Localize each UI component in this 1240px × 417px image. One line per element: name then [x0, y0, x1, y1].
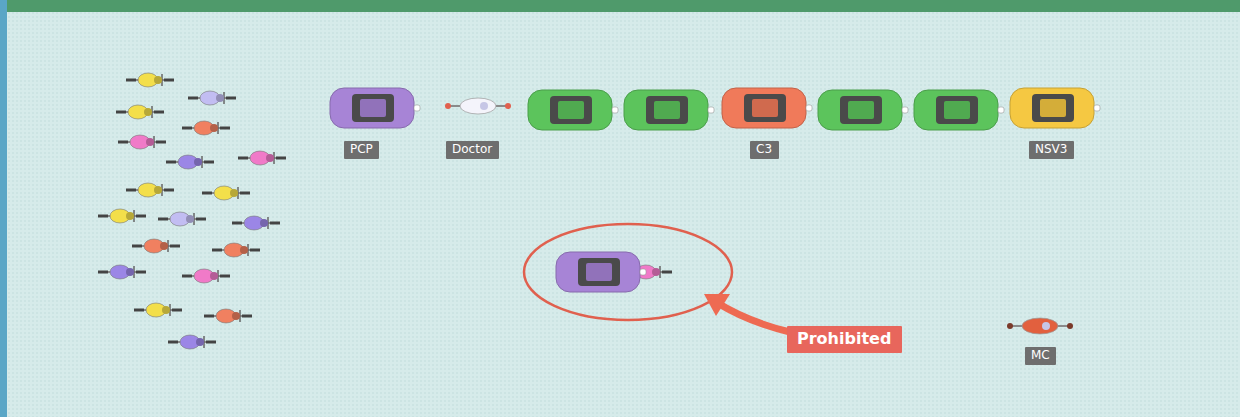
car [556, 252, 646, 292]
convoy [330, 88, 1100, 334]
car [914, 90, 1004, 130]
vehicle-tag: C3 [750, 141, 779, 159]
car [722, 88, 812, 128]
tag-label: MC [1031, 349, 1050, 363]
cyclist [98, 265, 146, 279]
cyclist [134, 303, 182, 317]
pointer-arrow-head [704, 294, 730, 316]
cyclist [202, 186, 250, 200]
car [528, 90, 618, 130]
cyclist [118, 135, 166, 149]
vehicle-tag: PCP [344, 141, 379, 159]
cyclist [126, 183, 174, 197]
side-band [0, 0, 7, 417]
tag-label: Prohibited [797, 330, 892, 348]
pointer-arrow [716, 302, 790, 332]
vehicle-tag: NSV3 [1029, 141, 1074, 159]
cyclist [182, 269, 230, 283]
cyclist [204, 309, 252, 323]
car [818, 90, 908, 130]
motorbike [445, 98, 511, 114]
car [624, 90, 714, 130]
highlight-ellipse [524, 224, 732, 320]
tag-label: Doctor [452, 143, 493, 157]
cyclist [166, 155, 214, 169]
cyclist [232, 216, 280, 230]
cyclist [132, 239, 180, 253]
tag-label: NSV3 [1035, 143, 1068, 157]
cyclist [98, 209, 146, 223]
motorbike [1007, 318, 1073, 334]
cyclist [182, 121, 230, 135]
cyclist [168, 335, 216, 349]
cyclist [126, 73, 174, 87]
tag-label: C3 [756, 143, 773, 157]
peloton [98, 73, 672, 349]
vehicle-tag: Doctor [446, 141, 499, 159]
cyclist [212, 243, 260, 257]
car [1010, 88, 1100, 128]
vehicle-tag: MC [1025, 347, 1056, 365]
tag-label: PCP [350, 143, 373, 157]
car [330, 88, 420, 128]
top-band [0, 0, 1240, 12]
cyclist [116, 105, 164, 119]
cyclist [158, 212, 206, 226]
cyclist [238, 151, 286, 165]
cyclist [188, 91, 236, 105]
warning-tag: Prohibited [787, 326, 902, 353]
